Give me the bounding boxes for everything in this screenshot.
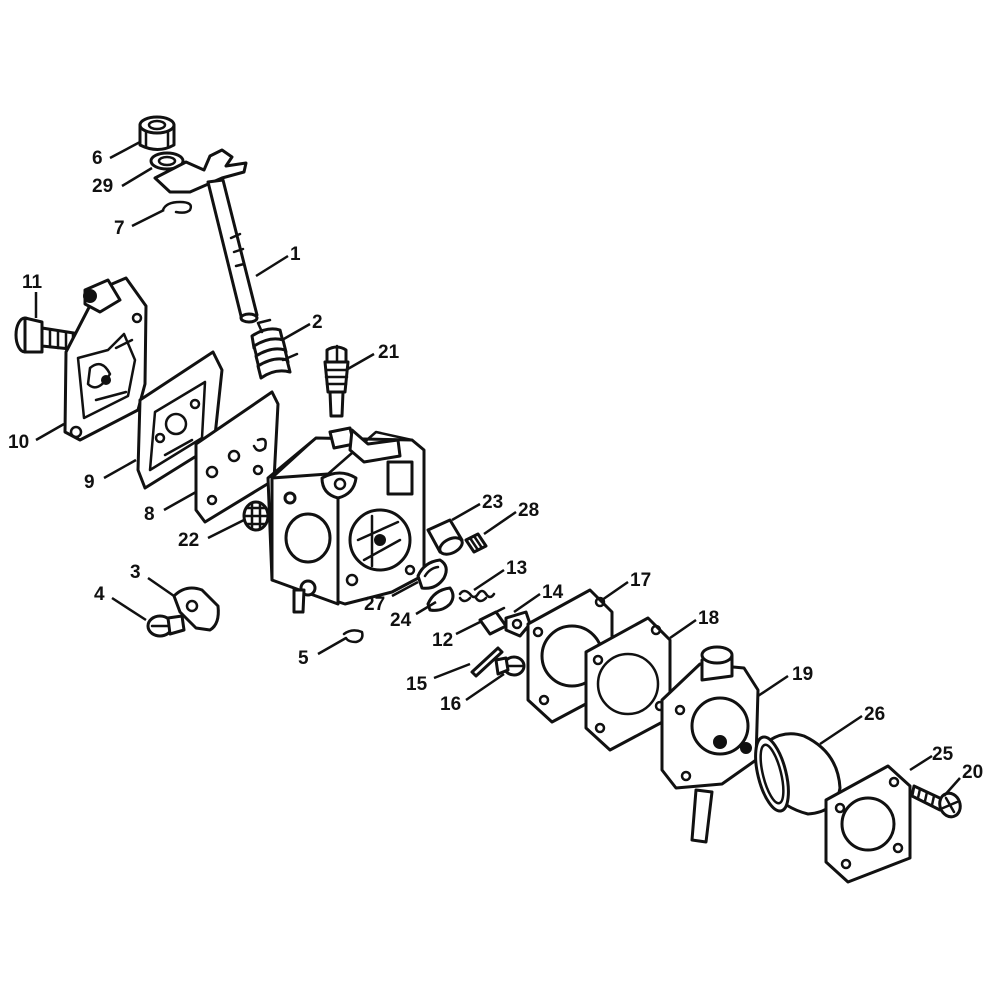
callout-20: 20 — [962, 762, 983, 783]
part-7-clip — [161, 200, 193, 214]
callout-15: 15 — [406, 674, 428, 695]
leader-4 — [111, 596, 147, 622]
part-26-primer-bulb — [754, 732, 842, 816]
part-14-lever — [504, 610, 532, 638]
callout-1: 1 — [290, 244, 301, 265]
callout-17: 17 — [630, 570, 651, 591]
callout-13: 13 — [506, 558, 527, 579]
leader-7 — [131, 208, 165, 228]
leader-lines — [34, 140, 961, 797]
callout-29: 29 — [92, 176, 113, 197]
part-8-diaphragm — [194, 390, 280, 524]
part-6-nut — [138, 115, 176, 151]
leader-27 — [391, 580, 419, 598]
callout-11: 11 — [22, 272, 43, 293]
part-29-washer — [149, 151, 185, 171]
part-25-retainer — [824, 764, 912, 884]
leader-10 — [35, 422, 65, 442]
part-20-screw — [910, 784, 962, 819]
callout-21: 21 — [378, 342, 400, 363]
part-13-spring — [458, 589, 496, 603]
leader-21 — [345, 352, 375, 372]
callout-12: 12 — [432, 630, 453, 651]
callout-16: 16 — [440, 694, 461, 715]
callout-22: 22 — [178, 530, 199, 551]
part-5-clip — [342, 629, 364, 644]
part-12-needle — [478, 606, 508, 636]
part-28-plug — [464, 532, 488, 554]
part-21-idle-screw — [323, 344, 350, 418]
callout-14: 14 — [542, 582, 564, 603]
leader-19 — [757, 674, 789, 698]
callout-28: 28 — [518, 500, 539, 521]
callout-8: 8 — [144, 504, 155, 525]
callout-4: 4 — [94, 584, 105, 605]
leader-17 — [601, 580, 629, 602]
leader-3 — [147, 576, 175, 598]
callout-23: 23 — [482, 492, 503, 513]
part-2-spring — [250, 318, 299, 380]
part-4-screw — [146, 614, 186, 638]
part-24-seal — [426, 586, 455, 612]
callout-19: 19 — [792, 664, 813, 685]
callout-27: 27 — [364, 594, 385, 615]
callout-24: 24 — [390, 610, 412, 631]
leader-15 — [433, 662, 471, 680]
callout-3: 3 — [130, 562, 141, 583]
leader-20 — [943, 777, 961, 797]
part-18-diaphragm — [584, 616, 672, 752]
part-22-screen — [242, 500, 270, 532]
callout-25: 25 — [932, 744, 954, 765]
leader-1 — [255, 254, 289, 278]
leader-13 — [473, 568, 505, 592]
part-10-cover — [63, 276, 148, 442]
leader-28 — [483, 510, 517, 536]
leader-24 — [415, 600, 437, 616]
part-16-screw — [494, 655, 526, 677]
callout-labels: 6 29 7 1 11 2 21 10 9 8 22 23 28 3 13 4 … — [8, 148, 983, 783]
leader-2 — [281, 322, 311, 342]
leader-14 — [513, 592, 541, 614]
part-1-throttle-shaft — [153, 148, 259, 324]
leader-29 — [121, 166, 153, 188]
leader-23 — [451, 502, 481, 522]
leader-26 — [819, 714, 863, 746]
leader-8 — [163, 490, 197, 512]
callout-2: 2 — [312, 312, 323, 333]
part-23-sleeve — [426, 518, 464, 556]
part-3-plate — [172, 586, 220, 632]
callout-9: 9 — [84, 472, 95, 493]
leader-18 — [669, 618, 697, 640]
leader-12 — [455, 620, 481, 636]
part-19-pump-cover — [660, 645, 760, 844]
part-27-ring — [416, 558, 448, 590]
leader-5 — [317, 636, 347, 656]
callout-6: 6 — [92, 148, 103, 169]
carburetor-body — [266, 426, 426, 614]
callout-18: 18 — [698, 608, 719, 629]
callout-26: 26 — [864, 704, 885, 725]
leader-22 — [207, 518, 245, 540]
leader-6 — [109, 140, 141, 160]
leader-25 — [909, 754, 933, 772]
leader-9 — [103, 458, 137, 480]
callout-5: 5 — [298, 648, 309, 669]
callout-7: 7 — [114, 218, 125, 239]
part-15-pin — [470, 646, 504, 678]
callout-10: 10 — [8, 432, 29, 453]
leader-16 — [465, 672, 505, 702]
